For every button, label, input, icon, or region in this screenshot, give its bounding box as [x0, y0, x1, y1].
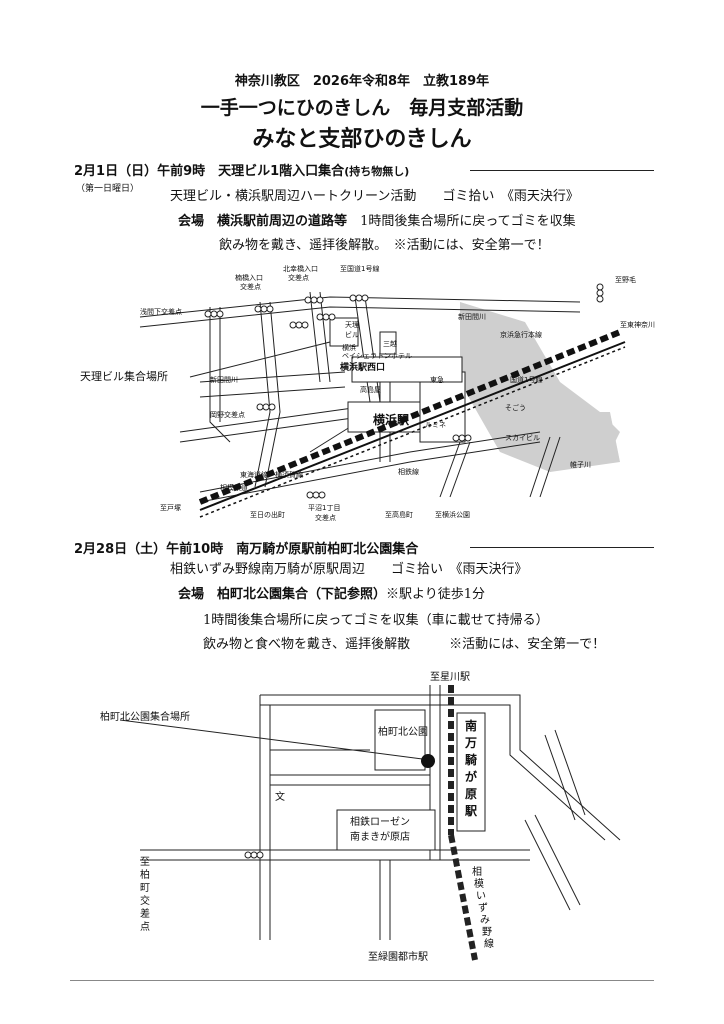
event2-venue: 会場 柏町北公園集合（下記参照）※駅より徒歩1分	[178, 587, 486, 602]
map1-label-to-takashimacho: 至高島町	[385, 510, 413, 519]
map1-label-lumine: ルミネ	[425, 421, 446, 429]
map1-label-to-park: 至横浜公園	[435, 510, 470, 519]
event2-activity: 相鉄いずみ野線南万騎が原駅周辺 ゴミ拾い 《雨天決行》	[170, 562, 528, 577]
map1-label-hotel-1: 横浜	[342, 343, 356, 352]
map1-label-yokohama-station: 横浜駅	[373, 412, 410, 427]
map1-label-sotetsu-line: 相鉄線	[398, 467, 419, 476]
meeting-point-marker	[421, 754, 435, 768]
map2-to-hoshikawa: 至星川駅	[430, 671, 470, 683]
map1-label-tokaido: 東海道線・横須賀線	[240, 470, 303, 479]
map1-label-kitaryo-cross: 交差点	[288, 273, 309, 282]
map2-store-2: 南まきが原店	[350, 830, 410, 843]
map1-label-to-nogeyama: 至野毛	[615, 275, 636, 284]
map2-school: 文	[275, 790, 285, 803]
map1-label-mitsukoshi: 三越	[383, 339, 397, 348]
map2-park: 柏町北公園	[378, 725, 428, 738]
map2-store-1: 相鉄ローゼン	[350, 815, 410, 828]
map1-label-west-exit: 横浜駅西口	[340, 361, 385, 373]
map1-label-sogo: そごう	[505, 403, 526, 412]
page-title: みなと支部ひのきしん	[252, 127, 472, 152]
map1-label-tenri-1: 天理	[345, 321, 359, 329]
map1-label-asama: 浅間下交差点	[140, 307, 182, 316]
map1-label-kitaryo: 北幸橋入口	[283, 264, 318, 273]
map1-label-hotel-2: ベイシェラトンホテル	[342, 352, 412, 360]
map2-to-ryokuen: 至緑園都市駅	[368, 950, 428, 963]
map1-label-to-route1: 至国道1号線	[340, 264, 379, 273]
map1-label-jr: 国道1号線	[510, 375, 542, 384]
map1-label-okano: 岡野交差点	[210, 410, 245, 419]
map1-label-tenri-2: ビル	[345, 330, 359, 339]
event2-rule	[470, 547, 654, 548]
map1-label-hiranuma-1: 平沼1丁目	[308, 503, 340, 512]
map1-label-to-higashikanagawa: 至東神奈川	[620, 320, 655, 329]
map1-label-kitasaiwai-entrance: 楠橋入口	[235, 273, 263, 282]
event1-date-line: 2月1日（日）午前9時 天理ビル1階入口集合(持ち物無し)	[74, 164, 410, 179]
map1-label-takashimaya: 高島屋	[360, 385, 381, 394]
minamimakigahara-map: 至星川駅 柏町北公園集合場所 柏町北公園 文 相鉄ローゼン 南まきが原店 相模い…	[100, 671, 621, 963]
event1-activity: 天理ビル・横浜駅周辺ハートクリーン活動 ゴミ拾い 《雨天決行》	[170, 189, 579, 204]
event2-line3: 1時間後集合場所に戻ってゴミを収集（車に載せて持帰る）	[203, 613, 549, 628]
map2-to-kashiwa: 至柏町交差点	[140, 856, 150, 933]
map1-label-katabira: 帷子川	[570, 460, 591, 469]
event1-closing: 飲み物を戴き、遥拝後解散。 ※活動には、安全第一で！	[219, 238, 550, 253]
yokohama-station-map: 楠橋入口 交差点 北幸橋入口 交差点 至国道1号線 至野毛 浅間下交差点 天理 …	[80, 264, 655, 522]
map1-label-to-hinode: 至日の出町	[250, 510, 285, 519]
map1-label-sotetsu: 相模鉄道	[220, 483, 248, 492]
map1-label-shintakashima: 新田間川	[458, 312, 486, 321]
map1-label-keikyu: 京浜急行本線	[500, 330, 542, 339]
event1-rule	[470, 170, 654, 171]
event1-sub: （第一日曜日）	[76, 184, 140, 194]
header-line-2: 一手一つにひのきしん 毎月支部活動	[200, 97, 524, 119]
map1-label-tokyu: 東急	[430, 375, 444, 384]
map1-label-tenri-meeting: 天理ビル集合場所	[80, 369, 168, 383]
map1-label-shin-takashima: 新田間川	[210, 375, 238, 384]
map2-station: 南万騎が原駅	[464, 718, 478, 818]
map2-line: 相模いずみ野線	[472, 865, 494, 950]
header-line-1: 神奈川教区 2026年令和8年 立教189年	[234, 74, 490, 89]
map1-label-hiranuma-2: 交差点	[315, 513, 336, 522]
map2-meeting-label: 柏町北公園集合場所	[100, 710, 190, 723]
event2-date-line: 2月28日（土）午前10時 南万騎が原駅前柏町北公園集合	[74, 542, 419, 557]
footer-rule	[70, 980, 654, 981]
map1-label-kitasaiwai-crossing: 交差点	[240, 282, 261, 291]
map1-label-sky: スカイビル	[505, 433, 540, 442]
map1-label-to-totsuka: 至戸塚	[160, 503, 181, 512]
event1-venue: 会場 横浜駅前周辺の道路等 1時間後集合場所に戻ってゴミを収集	[178, 214, 576, 229]
event2-line4: 飲み物と食べ物を戴き、遥拝後解散 ※活動には、安全第一で！	[203, 637, 606, 652]
